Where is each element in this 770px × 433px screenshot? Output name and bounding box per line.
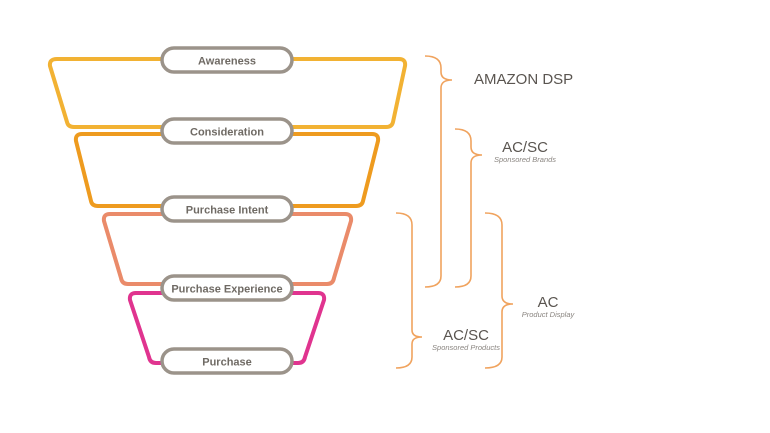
stage-label-consideration: Consideration (190, 127, 264, 139)
stage-pill-purchase: Purchase (160, 347, 294, 375)
stage-label-awareness: Awareness (198, 56, 256, 68)
stage-pill-purchase-experience: Purchase Experience (160, 274, 294, 302)
stage-pill-purchase-intent: Purchase Intent (160, 195, 294, 223)
funnel-band-consideration (73, 132, 381, 208)
stage-pill-consideration: Consideration (160, 117, 294, 145)
bracket-product-display (484, 212, 514, 369)
channel-title-product-display: AC (538, 294, 559, 311)
channel-title-sponsored-products: AC/SC (443, 327, 489, 344)
stage-label-purchase: Purchase (202, 357, 252, 369)
bracket-sponsored-products (395, 212, 423, 369)
funnel-band-awareness (47, 57, 408, 129)
stage-label-purchase-intent: Purchase Intent (186, 205, 269, 217)
channel-subtitle-product-display: Product Display (522, 310, 576, 319)
bracket-amazon-dsp (424, 55, 453, 288)
bracket-sponsored-brands (454, 128, 483, 288)
channel-subtitle-sponsored-brands: Sponsored Brands (494, 155, 556, 164)
stage-pill-awareness: Awareness (160, 46, 294, 74)
channel-subtitle-sponsored-products: Sponsored Products (432, 343, 500, 352)
channel-title-amazon-dsp: AMAZON DSP (474, 71, 573, 88)
funnel-band-purchase-intent (101, 212, 354, 286)
channel-title-sponsored-brands: AC/SC (502, 139, 548, 156)
stage-label-purchase-experience: Purchase Experience (171, 284, 282, 296)
funnel-band-purchase-experience (127, 291, 327, 365)
